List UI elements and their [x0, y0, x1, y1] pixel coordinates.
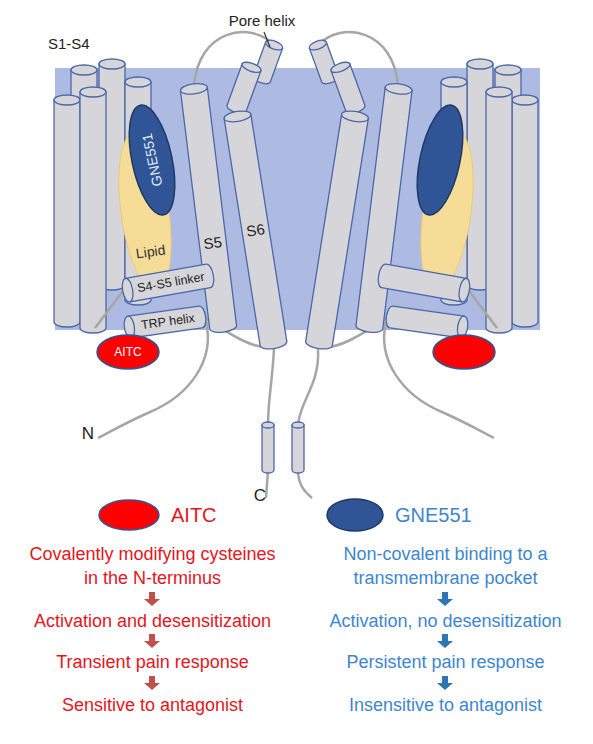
effect-step: Insensitive to antagonist — [318, 693, 573, 717]
cylinder-cap — [223, 109, 251, 123]
c-terminus-line — [298, 349, 318, 425]
down-arrow — [437, 634, 453, 648]
effect-step: Transient pain response — [25, 650, 280, 674]
down-arrow — [144, 634, 160, 648]
cylinder-cap — [125, 77, 151, 87]
mirror-subunit — [305, 82, 495, 369]
pore-helix-cylinder — [226, 60, 263, 116]
coiled-coil — [262, 422, 304, 473]
node-text: S5 — [202, 233, 222, 252]
ligand-ellipse — [97, 335, 159, 369]
cylinder-cap — [292, 422, 304, 428]
down-arrow — [144, 592, 160, 606]
cylinder-cap — [341, 109, 369, 123]
lipid-ellipse — [110, 129, 180, 294]
effect-step: Activation and desensitization — [25, 609, 280, 633]
helix-cylinder — [305, 109, 369, 350]
ligand-ellipse — [409, 101, 471, 219]
legend-text: AITC — [171, 504, 217, 527]
helix-cylinder — [262, 425, 274, 473]
c-terminus-line — [268, 349, 274, 425]
cylinder-cap — [241, 60, 263, 74]
helix-cylinder — [377, 263, 467, 302]
domain-label: S1-S4 — [48, 35, 108, 53]
helix-cylinder — [123, 305, 207, 338]
ligand-ellipse: AITC — [97, 335, 159, 369]
cylinder-cap — [179, 82, 207, 95]
c-terminus-line — [298, 470, 312, 498]
subunit-backbone — [95, 32, 284, 438]
ligand-ellipse — [433, 335, 495, 369]
legend-text: GNE551 — [395, 504, 472, 527]
terminus-label: N — [78, 424, 98, 444]
helix-cylinder — [305, 114, 368, 350]
helix-cylinder — [121, 263, 216, 303]
n-terminus-line — [98, 322, 208, 438]
helix-cylinder — [224, 114, 287, 350]
cylinder-cap — [385, 82, 413, 95]
structure-label: Pore helix — [214, 12, 310, 30]
legend-swatch-frame — [97, 498, 161, 532]
legend-swatch-frame — [325, 498, 385, 532]
c-terminus-line — [266, 470, 268, 498]
leader-line — [264, 32, 270, 47]
helix-cylinder — [126, 263, 216, 302]
ligand-ellipse — [97, 335, 159, 369]
cylinder-cap — [121, 277, 135, 302]
effect-step: Non-covalent binding to a transmembrane … — [318, 542, 573, 590]
cylinder-cap — [54, 95, 80, 105]
flow-arrows-red — [144, 592, 160, 690]
effect-step: Activation, no desensitization — [318, 609, 573, 633]
legend-swatch — [99, 500, 159, 530]
helix-cylinder — [385, 305, 469, 338]
node-text: AITC — [114, 345, 141, 359]
c-terminus — [262, 349, 318, 498]
lipid-ellipse — [110, 129, 180, 294]
down-arrow — [437, 676, 453, 690]
linker-loop — [95, 291, 123, 328]
helix-cylinder — [223, 109, 287, 350]
terminus-label: C — [250, 486, 270, 506]
helix-cylinder — [80, 92, 106, 333]
effect-step: Covalently modifying cysteines in the N-… — [25, 542, 280, 590]
down-arrow — [144, 676, 160, 690]
legend-swatch — [327, 499, 383, 531]
legend-item: GNE551 — [325, 498, 472, 532]
cylinder-cap — [262, 422, 274, 428]
helix-cylinder — [128, 305, 207, 338]
helix-cylinder — [385, 305, 464, 338]
helix-cylinder — [54, 100, 80, 327]
cylinder-cap — [80, 87, 106, 97]
cylinder-cap — [457, 277, 471, 302]
node-text: S6 — [245, 220, 266, 240]
legend-item: AITC — [97, 498, 217, 532]
flow-arrows-blue — [437, 592, 453, 690]
effect-step: Persistent pain response — [318, 650, 573, 674]
helix-cylinder — [292, 425, 304, 473]
effect-step: Sensitive to antagonist — [25, 693, 280, 717]
cylinder-cap — [99, 59, 125, 69]
helix-cylinder — [377, 263, 472, 303]
cylinder-cap — [71, 65, 97, 75]
down-arrow — [437, 592, 453, 606]
